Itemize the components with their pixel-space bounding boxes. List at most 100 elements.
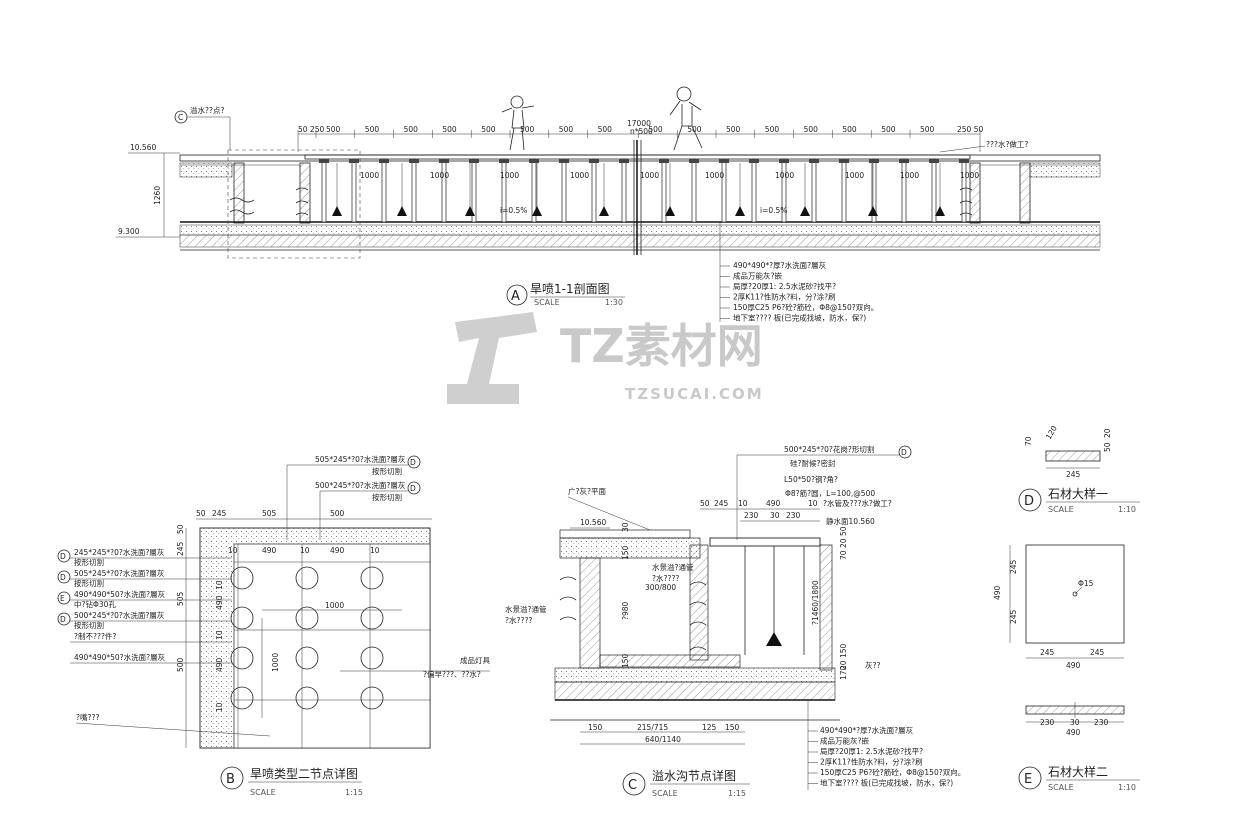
c-right-v-dim: 50 xyxy=(839,526,848,536)
e-left-dim-0: 245 xyxy=(1009,559,1018,574)
nozzle-icon xyxy=(868,206,878,216)
sample-e-drawing: Φ15 245 245 490 245 245 490 230 30 230 4… xyxy=(993,544,1140,792)
b-tile-circle xyxy=(360,566,384,590)
c-note: 490*490*?厚?水洗面?層灰 xyxy=(820,725,914,735)
c-right-v-dim: 70 xyxy=(839,550,848,560)
b-left-dim-1: 245 xyxy=(176,541,185,556)
b-tile-circle xyxy=(360,606,384,630)
sec-a-seg-label: 500 xyxy=(442,125,457,134)
c-bottom-dim-0: 150 xyxy=(588,723,603,732)
nozzle-icon xyxy=(935,206,945,216)
sec-a-pedestal xyxy=(901,158,907,223)
c-plane-note: 广?灰?平面 xyxy=(568,486,606,496)
c-v-dim-0: 30 xyxy=(621,522,630,532)
sec-a-pedestal-cap xyxy=(619,159,629,163)
sec-a-pedestal xyxy=(811,158,817,223)
b-tile-circle xyxy=(230,686,254,710)
b-left-inner-3: 490 xyxy=(215,657,224,672)
b-left-tag-bubble xyxy=(57,612,71,626)
b-dim-1000-h: 1000 xyxy=(325,601,344,610)
b-left-note: 505*245*?0?水洗面?層灰 xyxy=(74,568,165,578)
sec-a-note: 成品万能灰?嵌 xyxy=(733,271,782,281)
c-top-dim-2: 10 xyxy=(738,499,748,508)
b-inner-dim-1: 490 xyxy=(262,546,277,555)
sec-a-pedestal-cap xyxy=(779,159,789,163)
b-left-tag-bubble xyxy=(57,591,71,605)
c-top-dim-0: 50 xyxy=(700,499,710,508)
sec-a-pedestal xyxy=(751,158,757,223)
sec-a-title: 旱喷1-1剖面图 xyxy=(530,282,610,296)
d-title: 石材大样一 xyxy=(1048,486,1108,501)
e-bottom-dim-0: 245 xyxy=(1040,648,1055,657)
sec-a-seg-label: 500 xyxy=(598,125,613,134)
b-left-inner-2: 10 xyxy=(215,630,224,640)
c-note: 成品万能灰?嵌 xyxy=(820,736,869,746)
sec-a-pedestal-cap xyxy=(319,159,329,163)
sec-a-spacing-label: 1000 xyxy=(570,171,589,180)
b-left-note: 490*490*50?水洗面?層灰 xyxy=(74,652,166,662)
b-left-tag-bubble xyxy=(57,549,71,563)
e-bottom-dim-2: 490 xyxy=(1066,661,1081,670)
detail-b-drawing: 50 245 505 500 10 490 10 490 10 50 245 5… xyxy=(57,454,490,797)
b-left-dim-0: 50 xyxy=(176,524,185,534)
b-inner-dim-4: 10 xyxy=(370,546,380,555)
sec-a-bubble: A xyxy=(511,289,520,304)
c-scale: 1:15 xyxy=(728,789,746,798)
sec-a-pedestal xyxy=(561,158,567,223)
b-tile-circle xyxy=(295,686,319,710)
sec-a-spacing-label: 1000 xyxy=(430,171,449,180)
sec-a-spacing-label: 1000 xyxy=(500,171,519,180)
callout-c-letter: C xyxy=(178,113,183,122)
sec-a-seg-label: 500 xyxy=(842,125,857,134)
b-top-dim-1: 245 xyxy=(212,509,227,518)
sec-a-elev-top: 10.560 xyxy=(130,143,156,152)
sec-a-pedestal-cap xyxy=(529,159,539,163)
b-inner-dim-0: 10 xyxy=(228,546,238,555)
sec-a-note: 150厚C25 P6?砼?筋砼，Φ8@150?双向。 xyxy=(733,302,878,312)
sec-a-pedestal xyxy=(351,158,357,223)
c-pipe-note-4: ?水???? xyxy=(505,615,532,625)
sec-a-spacing-label: 1000 xyxy=(960,171,979,180)
c-bottom-dim-1: 215/715 xyxy=(637,723,668,732)
b-left-tag: D xyxy=(60,552,66,561)
sec-a-seg-label: 500 xyxy=(520,125,535,134)
watermark-url: TZSUCAI.COM xyxy=(625,385,764,403)
c-top-sub-1: 硅?耐候?密封 xyxy=(790,458,836,468)
figure-child-right xyxy=(669,86,703,151)
b-left-sub: 中?钻Φ30孔 xyxy=(74,599,116,609)
b-title: 旱喷类型二节点详图 xyxy=(250,766,358,781)
sec-a-height-dim: 1260 xyxy=(153,186,162,205)
c-dim-inner-0: 300/800 xyxy=(645,583,676,592)
sec-a-total-dim: 17000 xyxy=(627,119,651,128)
e-title-bubble xyxy=(1018,766,1042,790)
c-top-sub-3: Φ8?筋?圆，L=100,@500 xyxy=(785,488,875,498)
b-left-tag: D xyxy=(60,615,66,624)
sec-a-pedestal xyxy=(591,158,597,223)
c-nozzle-icon xyxy=(766,632,782,646)
c-top-sub-4: ?水管及???水?做工? xyxy=(823,498,892,508)
nozzle-icon xyxy=(397,206,407,216)
c-sub-dim-0: 230 xyxy=(744,511,759,520)
c-bottom-dim-3: 150 xyxy=(725,723,740,732)
b-top-note-0: 505*245*?0?水洗面?層灰 xyxy=(315,454,406,464)
sec-a-n500: n*500 xyxy=(630,127,653,136)
sec-a-pedestal xyxy=(621,158,627,223)
sec-a-spacing-label: 1000 xyxy=(900,171,919,180)
b-top-note-1: 500*245*?0?水洗面?層灰 xyxy=(315,480,406,490)
d-scale-label: SCALE xyxy=(1048,505,1074,514)
d-title-bubble xyxy=(1018,488,1042,512)
c-right-v: ?1460/1800 xyxy=(811,580,820,625)
e-left-dim-2: 490 xyxy=(993,585,1002,600)
d-bubble: D xyxy=(1024,494,1034,509)
d-dim-245: 245 xyxy=(1066,470,1081,479)
e-scale: 1:10 xyxy=(1118,783,1136,792)
c-top-tag: D xyxy=(901,448,907,457)
c-dim-inner-1: ?980 xyxy=(621,601,630,620)
e-hole-icon xyxy=(1072,591,1078,597)
e-sec-dim-0: 230 xyxy=(1040,718,1055,727)
sec-a-note: 地下室???? 板(已完成找坡，防水，保?) xyxy=(733,313,866,323)
sec-a-callout-right: ???水?做工? xyxy=(986,139,1028,149)
sec-a-spacing-label: 1000 xyxy=(845,171,864,180)
b-left-note: 245*245*?0?水洗面?層灰 xyxy=(74,547,165,557)
b-left-note: ?制不???件? xyxy=(74,631,116,641)
